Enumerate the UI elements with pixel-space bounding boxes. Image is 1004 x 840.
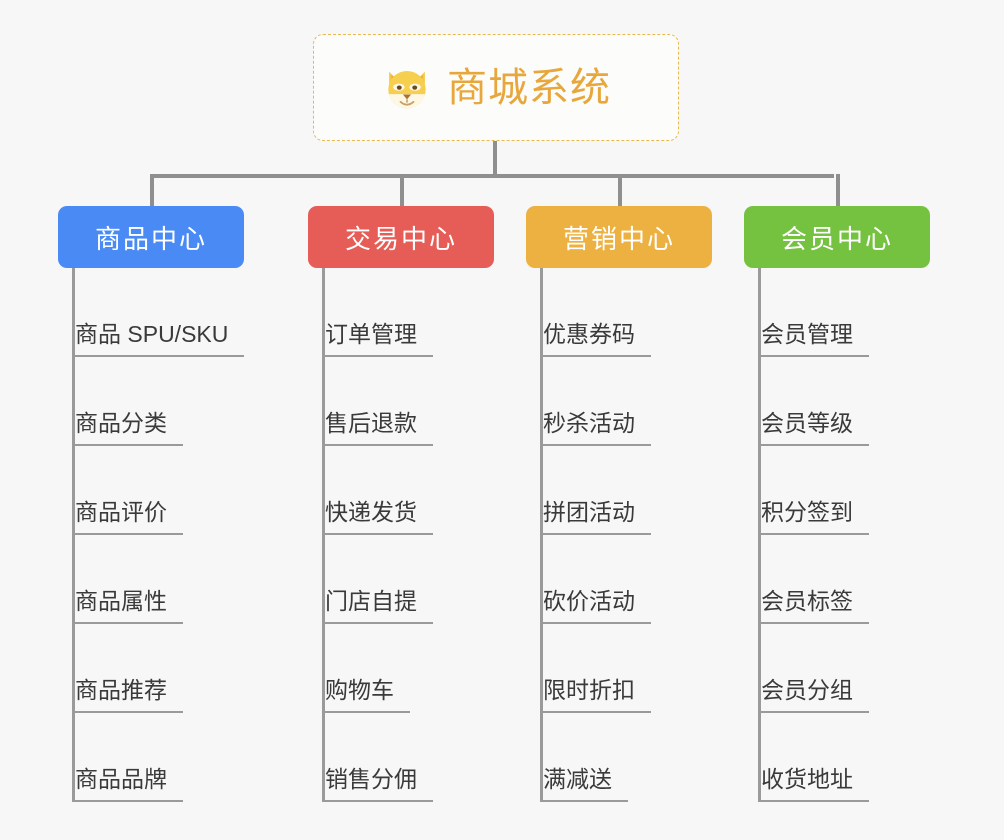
category-title: 会员中心	[780, 223, 893, 254]
leaf-label: 收货地址	[758, 768, 869, 802]
leaf-item[interactable]: 收货地址	[744, 713, 930, 802]
column-trade-center: 交易中心 订单管理 售后退款 快递发货 门店自提 购物车 销售分佣	[308, 206, 494, 802]
leaf-label: 会员分组	[758, 679, 869, 713]
category-title: 商品中心	[94, 223, 207, 254]
leaf-item[interactable]: 拼团活动	[526, 446, 712, 535]
leaf-item[interactable]: 砍价活动	[526, 535, 712, 624]
leaf-item[interactable]: 积分签到	[744, 446, 930, 535]
leaf-label: 商品分类	[72, 412, 183, 446]
leaf-label: 门店自提	[322, 590, 433, 624]
leaf-label: 订单管理	[322, 323, 433, 357]
leaf-item[interactable]: 会员标签	[744, 535, 930, 624]
leaf-item[interactable]: 秒杀活动	[526, 357, 712, 446]
leaf-item[interactable]: 商品属性	[58, 535, 244, 624]
leaf-label: 会员标签	[758, 590, 869, 624]
leaf-item[interactable]: 商品品牌	[58, 713, 244, 802]
leaf-spine	[758, 268, 761, 802]
leaf-label: 商品评价	[72, 501, 183, 535]
leaf-label: 满减送	[540, 768, 628, 802]
leaf-list-marketing-center: 优惠券码 秒杀活动 拼团活动 砍价活动 限时折扣 满减送	[526, 268, 712, 802]
root-node-content: 商城系统	[381, 62, 611, 114]
connector-horizontal-bus	[150, 174, 834, 178]
connector-drop-member-center	[836, 174, 840, 208]
leaf-item[interactable]: 订单管理	[308, 268, 494, 357]
leaf-item[interactable]: 商品评价	[58, 446, 244, 535]
leaf-label: 商品 SPU/SKU	[72, 323, 245, 357]
leaf-item[interactable]: 商品推荐	[58, 624, 244, 713]
leaf-label: 会员管理	[758, 323, 869, 357]
leaf-list-product-center: 商品 SPU/SKU 商品分类 商品评价 商品属性 商品推荐 商品品牌	[58, 268, 245, 802]
category-title: 营销中心	[562, 223, 675, 254]
leaf-spine	[322, 268, 325, 802]
column-product-center: 商品中心 商品 SPU/SKU 商品分类 商品评价 商品属性 商品推荐 商品品牌	[58, 206, 245, 802]
leaf-item[interactable]: 商品分类	[58, 357, 244, 446]
shiba-dog-face-emoji	[381, 62, 433, 114]
root-node[interactable]: 商城系统	[313, 34, 679, 141]
leaf-label: 快递发货	[322, 501, 433, 535]
leaf-item[interactable]: 门店自提	[308, 535, 494, 624]
leaf-spine	[72, 268, 75, 802]
leaf-label: 秒杀活动	[540, 412, 651, 446]
leaf-label: 商品推荐	[72, 679, 183, 713]
connector-drop-marketing-center	[618, 174, 622, 208]
leaf-item[interactable]: 限时折扣	[526, 624, 712, 713]
leaf-label: 会员等级	[758, 412, 869, 446]
leaf-label: 购物车	[322, 679, 410, 713]
category-header-member-center[interactable]: 会员中心	[744, 206, 930, 268]
connector-drop-trade-center	[400, 174, 404, 208]
column-member-center: 会员中心 会员管理 会员等级 积分签到 会员标签 会员分组 收货地址	[744, 206, 930, 802]
leaf-item[interactable]: 会员分组	[744, 624, 930, 713]
leaf-item[interactable]: 满减送	[526, 713, 712, 802]
leaf-label: 售后退款	[322, 412, 433, 446]
connector-drop-product-center	[150, 174, 154, 208]
connector-root-stem	[493, 141, 497, 177]
column-marketing-center: 营销中心 优惠券码 秒杀活动 拼团活动 砍价活动 限时折扣 满减送	[526, 206, 712, 802]
category-title: 交易中心	[344, 223, 457, 254]
category-header-trade-center[interactable]: 交易中心	[308, 206, 494, 268]
leaf-label: 拼团活动	[540, 501, 651, 535]
leaf-label: 积分签到	[758, 501, 869, 535]
leaf-list-member-center: 会员管理 会员等级 积分签到 会员标签 会员分组 收货地址	[744, 268, 930, 802]
leaf-list-trade-center: 订单管理 售后退款 快递发货 门店自提 购物车 销售分佣	[308, 268, 494, 802]
leaf-item[interactable]: 售后退款	[308, 357, 494, 446]
leaf-label: 限时折扣	[540, 679, 651, 713]
leaf-label: 砍价活动	[540, 590, 651, 624]
root-title: 商城系统	[447, 65, 611, 110]
leaf-spine	[540, 268, 543, 802]
leaf-label: 销售分佣	[322, 768, 433, 802]
leaf-item[interactable]: 优惠券码	[526, 268, 712, 357]
leaf-item[interactable]: 会员管理	[744, 268, 930, 357]
leaf-item[interactable]: 快递发货	[308, 446, 494, 535]
leaf-label: 商品属性	[72, 590, 183, 624]
leaf-item[interactable]: 购物车	[308, 624, 494, 713]
leaf-item[interactable]: 销售分佣	[308, 713, 494, 802]
category-header-product-center[interactable]: 商品中心	[58, 206, 244, 268]
leaf-item[interactable]: 会员等级	[744, 357, 930, 446]
category-header-marketing-center[interactable]: 营销中心	[526, 206, 712, 268]
leaf-item[interactable]: 商品 SPU/SKU	[58, 268, 245, 357]
leaf-label: 优惠券码	[540, 323, 651, 357]
leaf-label: 商品品牌	[72, 768, 183, 802]
